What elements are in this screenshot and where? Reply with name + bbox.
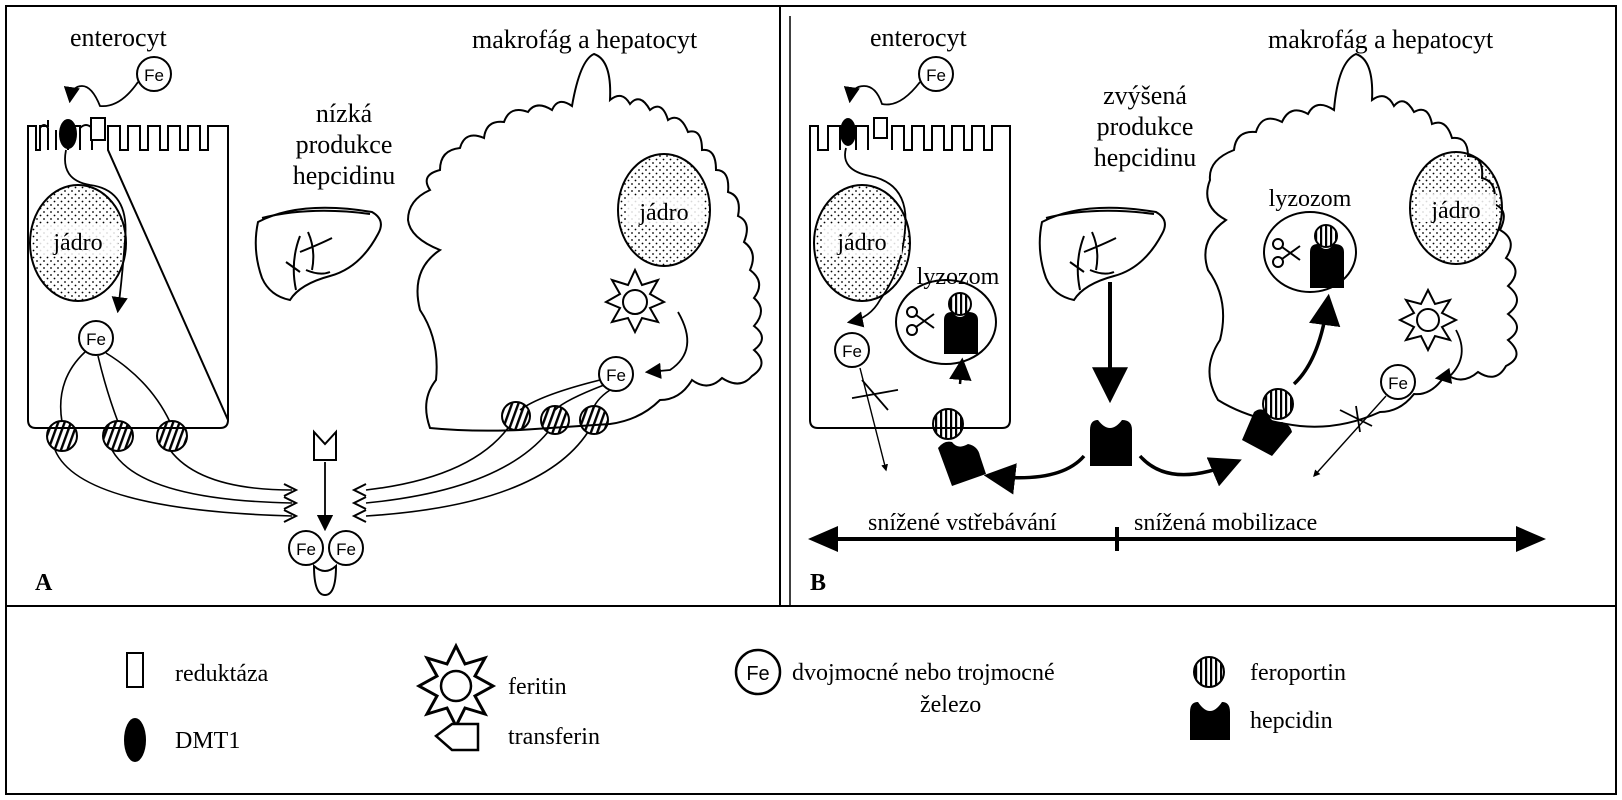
transferin-icon bbox=[313, 429, 337, 461]
feroportin-icon bbox=[1314, 224, 1338, 248]
macrophage-b bbox=[1204, 52, 1518, 428]
reduktaza-icon bbox=[90, 117, 106, 141]
legend-transferin-label: transferin bbox=[508, 724, 600, 750]
reduktaza-icon bbox=[873, 117, 888, 139]
feroportin-icon bbox=[579, 405, 609, 435]
fe-icon: Fe bbox=[78, 320, 114, 356]
fe-icon: Fe bbox=[328, 530, 364, 566]
macrophage-a bbox=[406, 52, 763, 432]
fe-icon: Fe bbox=[136, 56, 172, 92]
panel-a-enterocyt-label: enterocyt bbox=[70, 23, 168, 52]
legend-feritin-label: feritin bbox=[508, 674, 567, 700]
svg-text:Fe: Fe bbox=[926, 66, 946, 85]
fe-icon: Fe bbox=[1380, 364, 1416, 400]
feroportin-icon bbox=[46, 420, 78, 452]
liver-icon bbox=[254, 206, 382, 302]
panel-b-letter: B bbox=[810, 570, 826, 596]
transferin-icon bbox=[312, 563, 338, 597]
panel-a-produkce-line1: nízká bbox=[316, 99, 373, 128]
panel-a-produkce-line2: produkce bbox=[296, 130, 393, 159]
panel-b-produkce-line3: hepcidinu bbox=[1094, 143, 1197, 172]
nucleus-a2-label: jádro bbox=[638, 200, 688, 226]
transferin-icon bbox=[434, 722, 480, 752]
legend-dmt1-label: DMT1 bbox=[175, 728, 240, 754]
svg-text:Fe: Fe bbox=[144, 66, 164, 85]
legend-hepcidin-label: hepcidin bbox=[1250, 708, 1333, 734]
dmt1-icon bbox=[59, 119, 77, 149]
panel-b-enterocyt-label: enterocyt bbox=[870, 23, 968, 52]
fe-icon: Fe bbox=[734, 648, 782, 696]
panel-b-makrofag-label: makrofág a hepatocyt bbox=[1268, 25, 1494, 54]
dmt1-icon bbox=[840, 118, 856, 146]
fe-icon: Fe bbox=[598, 356, 634, 392]
fe-icon: Fe bbox=[834, 332, 870, 368]
fe-icon: Fe bbox=[288, 530, 324, 566]
svg-text:Fe: Fe bbox=[842, 342, 862, 361]
outer-frame bbox=[5, 5, 1617, 795]
feroportin-icon bbox=[501, 401, 531, 431]
hepcidin-icon bbox=[1090, 420, 1132, 466]
feritin-icon bbox=[1397, 287, 1459, 353]
enterocyte-b bbox=[809, 125, 1011, 420]
feritin-icon bbox=[415, 642, 497, 730]
hepcidin-icon bbox=[1242, 409, 1292, 456]
reduktaza-icon bbox=[126, 652, 144, 688]
liver-icon bbox=[1038, 206, 1166, 302]
panel-a-produkce-line3: hepcidinu bbox=[293, 161, 396, 190]
fe-icon: Fe bbox=[918, 56, 954, 92]
lysosome-b2-label: lyzozom bbox=[1269, 186, 1352, 212]
hepcidin-icon bbox=[944, 312, 978, 354]
scissors-icon bbox=[1272, 238, 1301, 268]
svg-text:Fe: Fe bbox=[1388, 374, 1408, 393]
legend-zelezo-line1: dvojmocné nebo trojmocné bbox=[792, 660, 1055, 686]
legend-reduktaza-label: reduktáza bbox=[175, 661, 269, 687]
hepcidin-icon bbox=[938, 441, 986, 486]
hepcidin-icon bbox=[1190, 702, 1230, 740]
panel-b-produkce-line1: zvýšená bbox=[1103, 81, 1187, 110]
feroportin-icon bbox=[102, 420, 134, 452]
axis-left-label: snížené vstřebávání bbox=[868, 510, 1057, 536]
legend-zelezo-line2: železo bbox=[920, 692, 981, 718]
svg-text:Fe: Fe bbox=[606, 366, 626, 385]
lysosome-b1-label: lyzozom bbox=[917, 264, 1000, 290]
feroportin-icon bbox=[540, 405, 570, 435]
feritin-icon bbox=[603, 267, 667, 335]
nucleus-b2-label: jádro bbox=[1430, 198, 1480, 224]
legend: reduktáza DMT1 feritin transferin Fe dvo… bbox=[124, 642, 1346, 762]
svg-text:Fe: Fe bbox=[336, 540, 356, 559]
dmt1-icon bbox=[124, 718, 146, 762]
svg-text:Fe: Fe bbox=[296, 540, 316, 559]
axis-right-label: snížená mobilizace bbox=[1134, 510, 1317, 536]
enterocyte-a bbox=[27, 120, 229, 421]
feroportin-icon bbox=[932, 408, 964, 440]
axis-left-arrow bbox=[808, 526, 838, 552]
panel-a-makrofag-label: makrofág a hepatocyt bbox=[472, 25, 698, 54]
nucleus-a-label: jádro bbox=[52, 230, 102, 256]
feroportin-icon bbox=[948, 292, 972, 316]
feroportin-icon bbox=[1193, 656, 1225, 688]
hepcidin-icon bbox=[1310, 244, 1344, 288]
svg-text:Fe: Fe bbox=[746, 663, 769, 685]
feroportin-icon bbox=[156, 420, 188, 452]
axis-right-arrow bbox=[1516, 526, 1546, 552]
panel-a: A enterocyt makrofág a hepatocyt nízká p… bbox=[27, 23, 763, 597]
panel-b: B enterocyt makrofág a hepatocyt zvýšená… bbox=[808, 23, 1546, 596]
scissors-icon bbox=[906, 306, 935, 336]
legend-feroportin-label: feroportin bbox=[1250, 660, 1346, 686]
feroportin-icon bbox=[1262, 388, 1294, 420]
panel-a-letter: A bbox=[35, 570, 53, 596]
svg-text:Fe: Fe bbox=[86, 330, 106, 349]
panel-b-produkce-line2: produkce bbox=[1097, 112, 1194, 141]
nucleus-b-label: jádro bbox=[836, 230, 886, 256]
